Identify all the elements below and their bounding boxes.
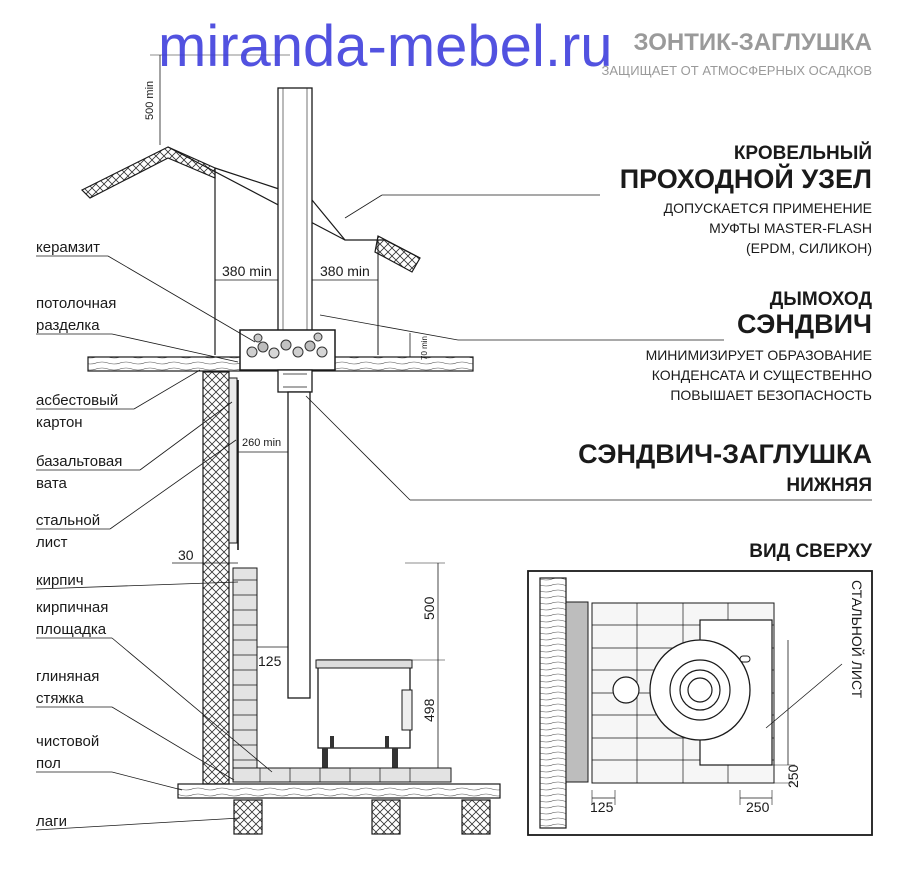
roof-node-line2: ПРОХОДНОЙ УЗЕЛ	[620, 163, 872, 194]
label-asbestos-1: асбестовый	[36, 392, 118, 409]
gap-right-text: 380 min	[320, 263, 370, 279]
chimney-pipe-lower	[287, 391, 311, 699]
steel-sheet-label: СТАЛЬНОЙ ЛИСТ	[849, 580, 866, 699]
chimney-desc-1: МИНИМИЗИРУЕТ ОБРАЗОВАНИЕ	[646, 347, 872, 363]
top-view-dim-left: 125	[590, 799, 614, 815]
stove-height-text: 498	[421, 698, 437, 722]
roof-node-desc-1: ДОПУСКАЕТСЯ ПРИМЕНЕНИЕ	[664, 200, 872, 216]
brick-wall	[202, 371, 239, 785]
brick-screen	[232, 567, 258, 769]
roof	[80, 146, 421, 355]
chimney-line1: ДЫМОХОД	[770, 289, 873, 310]
label-floor-1: чистовой	[36, 733, 99, 750]
label-steel-2: лист	[36, 534, 68, 551]
right-descriptions: ЗОНТИК-ЗАГЛУШКА ЗАЩИЩАЕТ ОТ АТМОСФЕРНЫХ …	[305, 29, 873, 501]
label-brick-pad-2: площадка	[36, 621, 107, 638]
left-labels: керамзит потолочная разделка асбестовый …	[35, 239, 273, 831]
watermark: miranda-mebel.ru	[158, 14, 613, 79]
label-ceiling-2: разделка	[36, 317, 100, 334]
top-view-dim-right: 250	[746, 799, 770, 815]
fill-height-dimension: 70 min	[409, 333, 429, 360]
label-basalt-1: базальтовая	[36, 453, 122, 470]
top-view-dim-bottom: 250	[785, 764, 801, 788]
stove-gap-text: 125	[258, 653, 282, 669]
wall-gap-dimension: 260 min	[238, 437, 290, 453]
label-clay-1: глиняная	[36, 668, 99, 685]
stove	[315, 659, 413, 768]
roof-node-desc-3: (EPDM, СИЛИКОН)	[746, 240, 872, 256]
chimney-desc-2: КОНДЕНСАТА И СУЩЕСТВЕННО	[652, 367, 872, 383]
gap-left-text: 380 min	[222, 263, 272, 279]
top-view: ВИД СВЕРХУ СТАЛЬНОЙ ЛИСТ 125 250 250	[527, 541, 873, 836]
fill-height-text: 70 min	[420, 336, 429, 360]
wall-gap-text: 260 min	[242, 437, 281, 449]
top-view-title: ВИД СВЕРХУ	[749, 541, 872, 562]
label-floor-2: пол	[36, 755, 61, 772]
label-ceiling-1: потолочная	[36, 295, 116, 312]
roof-node-desc-2: МУФТЫ MASTER-FLASH	[709, 220, 872, 236]
side-gap-text: 30	[178, 547, 194, 563]
stove-gap-dimension: 125	[257, 646, 288, 669]
label-brick: кирпич	[36, 572, 84, 589]
label-clay-2: стяжка	[36, 690, 84, 707]
bottom-cap-line2: НИЖНЯЯ	[786, 475, 872, 496]
clearance-dimensions: 380 min 380 min	[215, 263, 378, 281]
label-keramzit: керамзит	[36, 239, 100, 256]
chimney-desc-3: ПОВЫШАЕТ БЕЗОПАСНОСТЬ	[670, 387, 872, 403]
top-cap-subtitle: ЗАЩИЩАЕТ ОТ АТМОСФЕРНЫХ ОСАДКОВ	[602, 63, 872, 78]
label-steel-1: стальной	[36, 512, 100, 529]
label-asbestos-2: картон	[36, 414, 83, 431]
floor-structure	[177, 767, 501, 835]
chimney-pipe-upper	[277, 87, 313, 371]
roof-height-dimension: 500 min	[144, 54, 290, 145]
bottom-cap-line1: СЭНДВИЧ-ЗАГЛУШКА	[578, 439, 872, 469]
top-cap-title: ЗОНТИК-ЗАГЛУШКА	[633, 29, 872, 56]
label-basalt-2: вата	[36, 475, 68, 492]
chimney-line2: СЭНДВИЧ	[737, 309, 872, 339]
ceiling	[87, 329, 474, 393]
roof-height-text: 500 min	[144, 81, 156, 120]
expanded-clay-fill	[246, 332, 328, 359]
side-gap-dimension: 30	[172, 547, 238, 564]
label-joists: лаги	[36, 813, 67, 830]
label-brick-pad-1: кирпичная	[36, 599, 108, 616]
height-above-text: 500	[421, 596, 437, 620]
roof-node-line1: КРОВЕЛЬНЫЙ	[734, 142, 872, 164]
